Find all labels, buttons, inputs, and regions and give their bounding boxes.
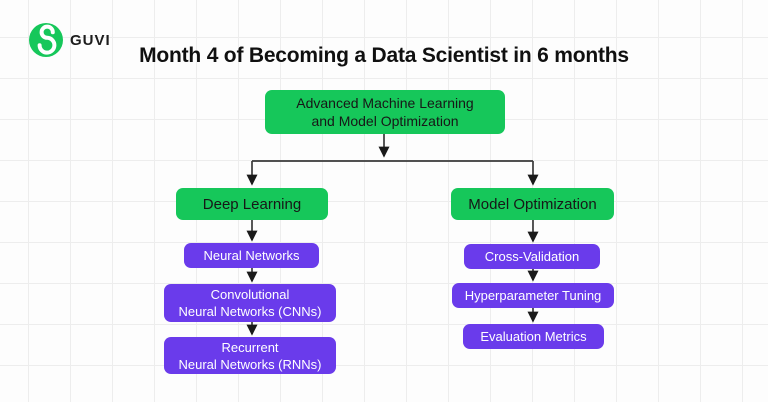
- page-title: Month 4 of Becoming a Data Scientist in …: [139, 44, 629, 67]
- node-cross-validation: Cross-Validation: [464, 244, 600, 269]
- node-root-line2: and Model Optimization: [311, 113, 459, 129]
- node-neural-networks-label: Neural Networks: [203, 248, 300, 263]
- node-model-optimization: Model Optimization: [451, 188, 614, 220]
- node-rnn: Recurrent Neural Networks (RNNs): [164, 337, 336, 374]
- node-cnn: Convolutional Neural Networks (CNNs): [164, 284, 336, 322]
- guvi-g-icon: [29, 23, 63, 57]
- node-cnn-line1: Convolutional: [210, 287, 290, 302]
- node-model-optimization-label: Model Optimization: [468, 195, 597, 213]
- brand-name: GUVI: [70, 31, 111, 49]
- node-rnn-line1: Recurrent: [221, 339, 279, 355]
- node-rnn-line2: Neural Networks (RNNs): [178, 356, 322, 372]
- brand-header: GUVI: [29, 23, 111, 57]
- node-evaluation-metrics: Evaluation Metrics: [463, 324, 604, 349]
- node-deep-learning-label: Deep Learning: [202, 195, 302, 213]
- node-root-line1: Advanced Machine Learning: [296, 95, 474, 111]
- node-deep-learning: Deep Learning: [176, 188, 328, 220]
- node-hyperparameter-tuning: Hyperparameter Tuning: [452, 283, 614, 308]
- node-cross-validation-label: Cross-Validation: [484, 249, 580, 264]
- node-evaluation-metrics-label: Evaluation Metrics: [480, 329, 587, 344]
- node-hyperparameter-tuning-label: Hyperparameter Tuning: [464, 288, 602, 303]
- node-root: Advanced Machine Learning and Model Opti…: [265, 90, 505, 134]
- node-neural-networks: Neural Networks: [184, 243, 319, 268]
- node-cnn-line2: Neural Networks (CNNs): [178, 304, 322, 319]
